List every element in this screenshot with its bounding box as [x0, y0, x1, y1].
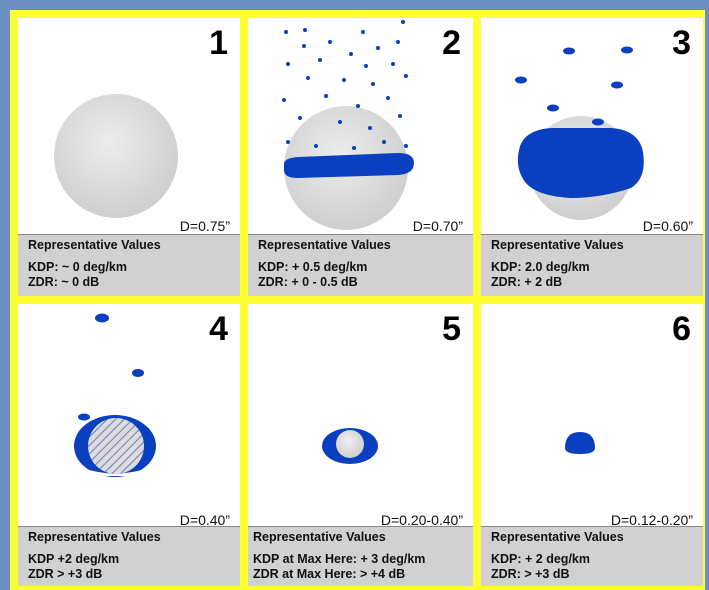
panel-number: 2	[442, 24, 461, 62]
kdp-value: KDP at Max Here: + 3 deg/km	[253, 552, 426, 566]
zdr-value: ZDR > +3 dB	[28, 567, 103, 581]
kdp-value: KDP: + 2 deg/km	[491, 552, 590, 566]
hailstone	[54, 94, 178, 218]
panel-4: 4 D=0.40” Representative Values KDP +2 d…	[18, 304, 240, 586]
zdr-value: ZDR at Max Here: > +4 dB	[253, 567, 406, 581]
representative-values-box: Representative Values KDP: 2.0 deg/km ZD…	[481, 234, 703, 296]
diameter-label: D=0.40”	[179, 512, 230, 528]
panel-number: 3	[672, 24, 691, 62]
kdp-value: KDP: 2.0 deg/km	[491, 260, 590, 274]
hailstone-diagram-6	[565, 432, 595, 454]
values-header: Representative Values	[28, 530, 161, 544]
hailstone-diagram-3	[515, 46, 644, 220]
representative-values-box: Representative Values KDP +2 deg/km ZDR …	[18, 526, 240, 586]
values-header: Representative Values	[491, 530, 624, 544]
representative-values-box: Representative Values KDP: + 2 deg/km ZD…	[481, 526, 703, 586]
panel-number: 4	[209, 310, 228, 348]
representative-values-box: Representative Values KDP at Max Here: +…	[248, 526, 473, 586]
hatched-ice-core	[88, 418, 144, 474]
hailstone-diagram-1	[54, 94, 178, 218]
diameter-label: D=0.70”	[412, 218, 463, 234]
kdp-value: KDP +2 deg/km	[28, 552, 120, 566]
panel-number: 1	[209, 24, 228, 62]
water-droplets	[78, 313, 144, 421]
zdr-value: ZDR: + 0 - 0.5 dB	[258, 275, 358, 289]
hailstone-diagram-4	[72, 313, 158, 477]
values-header: Representative Values	[28, 238, 161, 252]
representative-values-box: Representative Values KDP: ~ 0 deg/km ZD…	[18, 234, 240, 296]
panel-number: 6	[672, 310, 691, 348]
panel-1: 1 D=0.75” Representative Values KDP: ~ 0…	[18, 18, 240, 296]
raindrop	[565, 432, 595, 454]
representative-values-box: Representative Values KDP: + 0.5 deg/km …	[248, 234, 473, 296]
panel-3: 3 D=0.60” Representative Values K	[481, 18, 703, 296]
water-droplets	[515, 46, 633, 126]
diameter-label: D=0.75”	[179, 218, 230, 234]
hailstone-diagram-2	[282, 20, 414, 230]
kdp-value: KDP: + 0.5 deg/km	[258, 260, 368, 274]
water-torus	[284, 153, 414, 178]
kdp-value: KDP: ~ 0 deg/km	[28, 260, 127, 274]
panel-2: 2 D=0.70” Representative Value	[248, 18, 473, 296]
values-header: Representative Values	[491, 238, 624, 252]
hailstone-diagram-5	[322, 428, 378, 464]
water-shell	[517, 128, 644, 198]
panel-number: 5	[442, 310, 461, 348]
diameter-label: D=0.60”	[642, 218, 693, 234]
water-droplets	[282, 20, 408, 150]
panel-6: 6 D=0.12-0.20” Representative Values KDP…	[481, 304, 703, 586]
diameter-label: D=0.20-0.40”	[380, 512, 463, 528]
zdr-value: ZDR: ~ 0 dB	[28, 275, 100, 289]
panel-5: 5 D=0.20-0.40” Representative Values KDP…	[248, 304, 473, 586]
values-header: Representative Values	[258, 238, 391, 252]
yellow-frame: 1 D=0.75” Representative Values KDP: ~ 0…	[10, 10, 705, 590]
ice-core	[336, 430, 364, 458]
zdr-value: ZDR: > +3 dB	[491, 567, 570, 581]
values-header: Representative Values	[253, 530, 386, 544]
zdr-value: ZDR: + 2 dB	[491, 275, 563, 289]
diameter-label: D=0.12-0.20”	[610, 512, 693, 528]
